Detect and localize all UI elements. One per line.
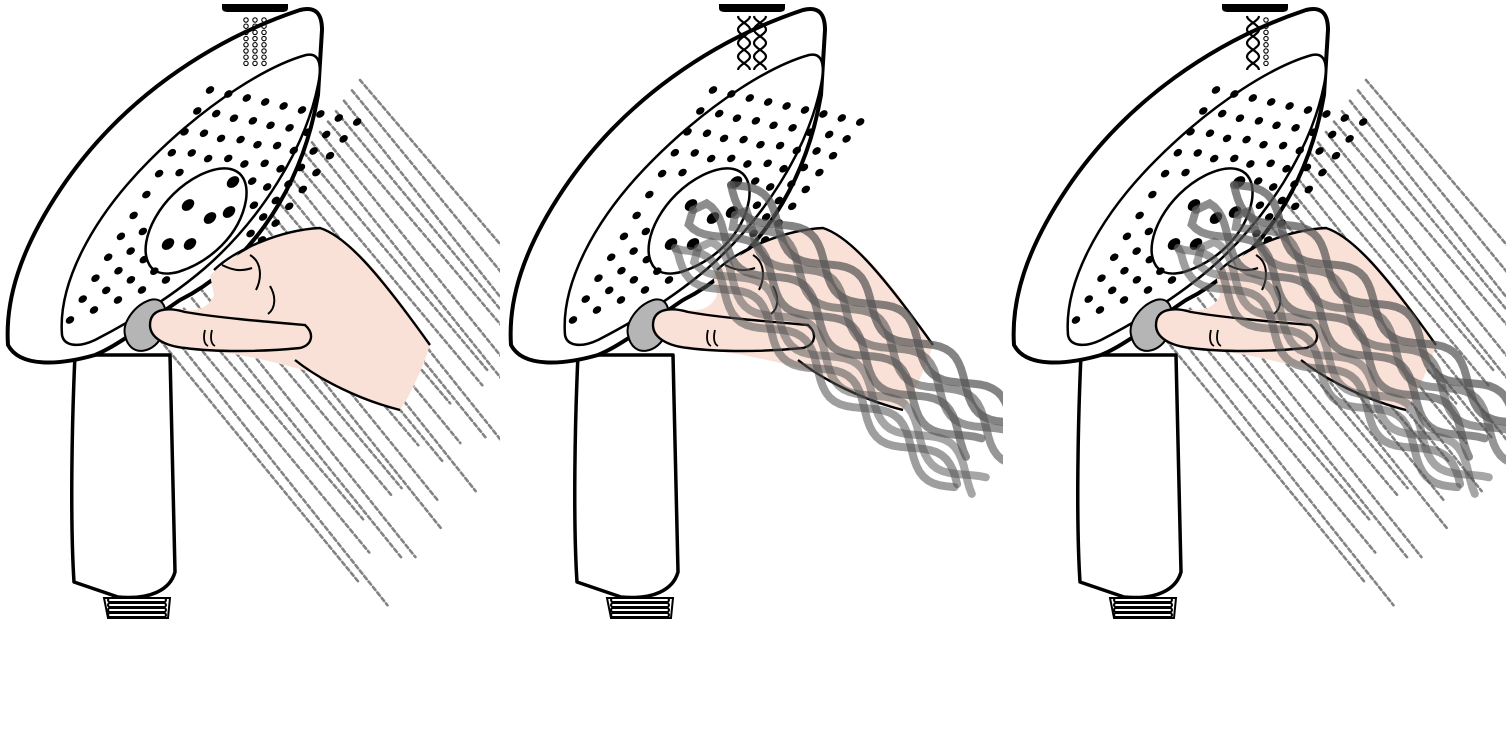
combined-spray-icon xyxy=(1220,0,1290,70)
panel-rain-massage xyxy=(1006,0,1506,733)
rain-spray-icon xyxy=(220,0,290,70)
massage-illustration xyxy=(503,0,1003,733)
panel-massage xyxy=(503,0,1003,733)
panel-rain xyxy=(0,0,500,733)
rain-illustration xyxy=(0,0,500,733)
massage-spray-icon xyxy=(717,0,787,70)
combined-illustration xyxy=(1006,0,1506,733)
